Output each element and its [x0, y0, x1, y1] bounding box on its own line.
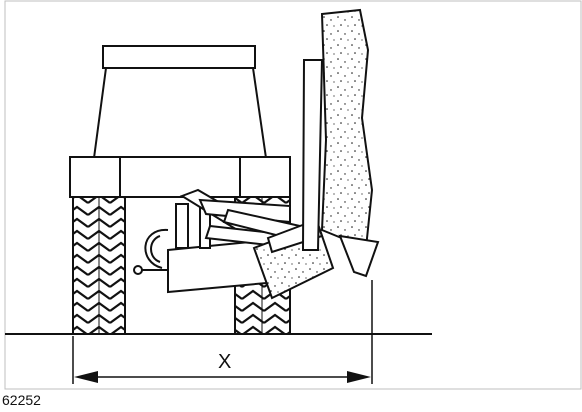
- folded-mower-arm: [301, 8, 380, 278]
- dimension-label: X: [218, 351, 231, 373]
- dimension-x: [72, 280, 373, 384]
- image-frame: [4, 0, 582, 390]
- figure-code: 62252: [2, 392, 41, 408]
- left-tyre: [72, 196, 126, 335]
- tractor-cab: [69, 45, 291, 198]
